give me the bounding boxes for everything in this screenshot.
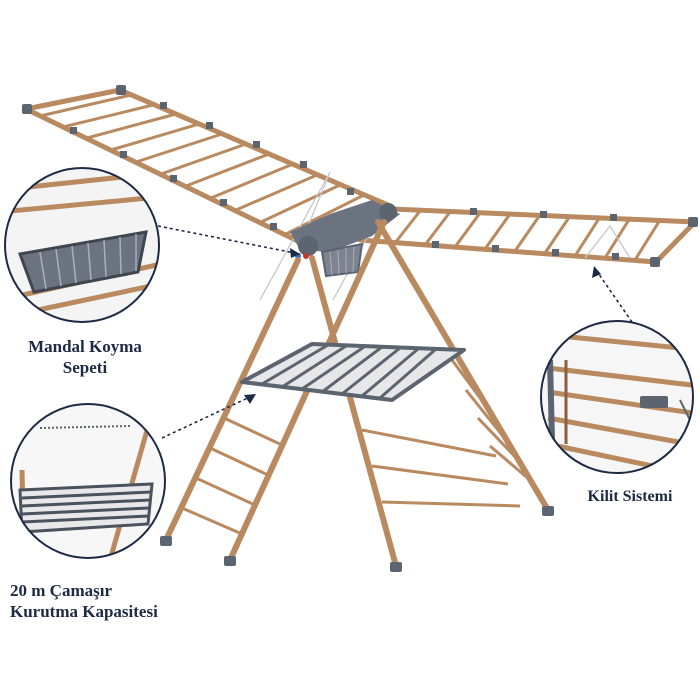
basket-callout-label: Mandal Koyma Sepeti <box>0 336 170 378</box>
detail-lock-zoom <box>540 320 694 474</box>
peg-basket <box>320 242 364 278</box>
right-wing <box>357 206 698 265</box>
leg-feet <box>160 506 554 572</box>
capacity-callout-line2: Kurutma Kapasitesi <box>10 602 158 621</box>
capacity-callout-line1: 20 m Çamaşır <box>10 581 112 600</box>
capacity-callout-label: 20 m Çamaşır Kurutma Kapasitesi <box>10 580 220 622</box>
basket-callout-line2: Sepeti <box>62 358 108 377</box>
lock-callout-label: Kilit Sistemi <box>560 486 700 507</box>
left-wing <box>23 87 391 249</box>
leader-shelf <box>161 395 253 439</box>
drying-rack <box>22 85 698 572</box>
left-wing-clips <box>22 85 354 230</box>
middle-shelf <box>240 342 466 402</box>
basket-callout-line1: Mandal Koyma <box>28 337 142 356</box>
leader-lines <box>157 225 633 439</box>
leg-rungs <box>181 329 531 536</box>
leader-lock <box>595 269 633 323</box>
right-wing-clips <box>432 208 698 267</box>
leader-basket <box>157 225 301 255</box>
red-lock-dot <box>303 253 309 259</box>
detail-basket-zoom <box>4 167 160 323</box>
detail-shelf-zoom <box>10 403 166 559</box>
central-hinge <box>290 200 400 259</box>
lock-callout-line1: Kilit Sistemi <box>587 488 673 505</box>
leader-arrowheads <box>244 248 601 404</box>
